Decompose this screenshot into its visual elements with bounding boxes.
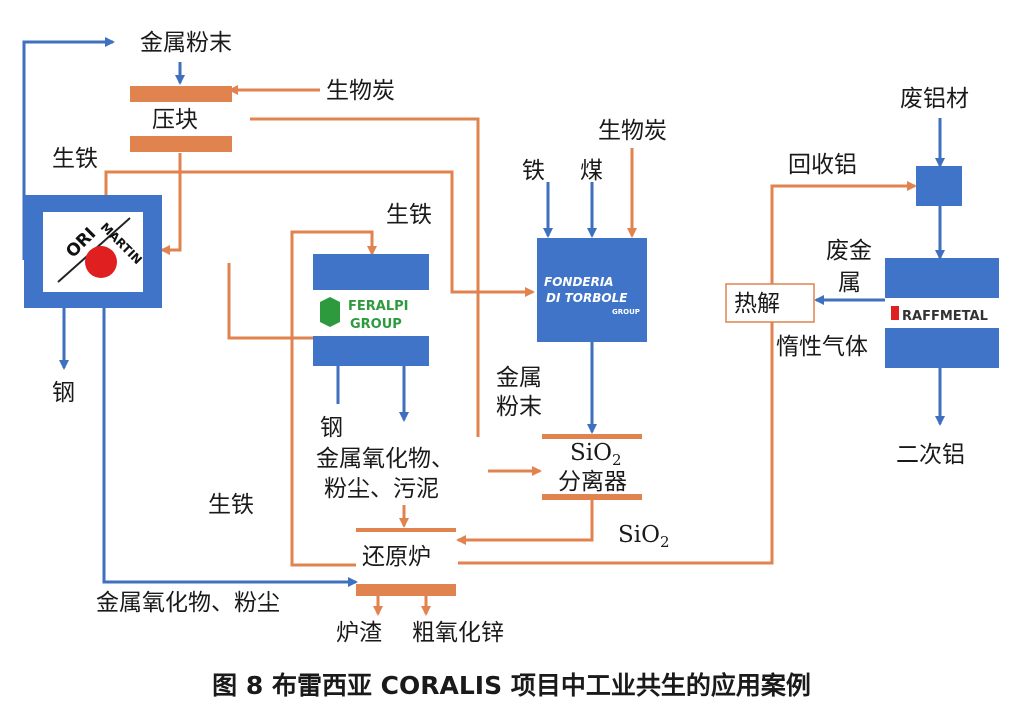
label-inert-gas: 惰性气体 bbox=[776, 334, 868, 360]
fonderia-plant: FONDERIA DI TORBOLE GROUP bbox=[537, 238, 647, 342]
label-steel-left: 钢 bbox=[52, 380, 75, 406]
label-iron: 铁 bbox=[522, 158, 545, 184]
label-oxides-line1: 金属氧化物、 bbox=[316, 446, 454, 472]
label-separator-sio2: SiO2 bbox=[570, 440, 622, 469]
label-metal-powder-top: 金属粉末 bbox=[140, 30, 232, 56]
fonderia-group-text: GROUP bbox=[612, 308, 640, 316]
label-biochar-top: 生物炭 bbox=[326, 78, 395, 104]
label-oxides-dust-bottom: 金属氧化物、粉尘 bbox=[96, 590, 280, 616]
feralpi-group-text: GROUP bbox=[350, 317, 402, 332]
orange-flows bbox=[104, 85, 917, 616]
flow-briquette-to-ori bbox=[160, 153, 182, 255]
raffmetal-logo-text: RAFFMETAL bbox=[902, 309, 988, 324]
label-pyrolysis: 热解 bbox=[734, 291, 780, 317]
label-pig-iron-left: 生铁 bbox=[52, 146, 98, 172]
label-secondary-al: 二次铝 bbox=[896, 442, 965, 468]
label-crude-zno: 粗氧化锌 bbox=[412, 620, 504, 646]
briquetting-unit bbox=[130, 86, 242, 152]
feralpi-logo: FERALPI GROUP bbox=[320, 297, 408, 332]
raffmetal-plant: RAFFMETAL bbox=[885, 258, 999, 368]
label-separator: 分离器 bbox=[558, 469, 627, 495]
fonderia-logo-text: FONDERIA bbox=[544, 275, 614, 289]
label-scrap-metal-2: 属 bbox=[838, 270, 861, 296]
label-scrap-metal-1: 废金 bbox=[826, 238, 872, 264]
flow-ori-to-metal-powder bbox=[22, 37, 115, 260]
raffmetal-hopper bbox=[916, 166, 962, 206]
flow-recycled-al-loop bbox=[458, 181, 917, 565]
fonderia-logo: FONDERIA DI TORBOLE GROUP bbox=[544, 275, 640, 316]
flow-ori-oxides-to-furnace bbox=[102, 308, 358, 587]
pyrolysis-box bbox=[725, 283, 815, 323]
label-sio2-out: SiO2 bbox=[618, 522, 670, 551]
label-biochar-right: 生物炭 bbox=[598, 118, 667, 144]
label-scrap-al: 废铝材 bbox=[900, 86, 969, 112]
ori-martin-plant: ORI MARTIN bbox=[24, 195, 162, 308]
flow-pig-iron-to-fonderia bbox=[104, 170, 535, 297]
label-oxides-line2: 粉尘、污泥 bbox=[324, 476, 439, 502]
figure-caption: 图 8 布雷西亚 CORALIS 项目中工业共生的应用案例 bbox=[212, 671, 811, 700]
flow-ori-to-feralpi bbox=[227, 263, 313, 340]
label-briquetting: 压块 bbox=[152, 107, 198, 133]
flow-briquetting-to-separator bbox=[250, 117, 480, 437]
label-metal-powder-mid-2: 粉末 bbox=[496, 394, 542, 420]
flow-sio2-to-furnace bbox=[456, 500, 594, 545]
label-metal-powder-mid-1: 金属 bbox=[496, 365, 542, 391]
label-slag: 炉渣 bbox=[336, 620, 382, 646]
reduction-furnace bbox=[356, 528, 456, 596]
feralpi-logo-text: FERALPI bbox=[348, 299, 408, 314]
feralpi-plant: FERALPI GROUP bbox=[313, 254, 429, 366]
label-coal: 煤 bbox=[580, 158, 603, 184]
flow-pig-iron-loop bbox=[290, 230, 377, 567]
label-steel-mid: 钢 bbox=[320, 415, 343, 441]
blue-flows bbox=[22, 37, 945, 587]
label-recycled-al: 回收铝 bbox=[788, 152, 857, 178]
torbole-logo-text: DI TORBOLE bbox=[546, 291, 628, 305]
label-pig-iron-bottom: 生铁 bbox=[208, 492, 254, 518]
sio2-separator bbox=[542, 434, 642, 500]
label-pig-iron-mid: 生铁 bbox=[386, 202, 432, 228]
diagram-labels: 金属粉末 生物炭 压块 生铁 钢 生铁 铁 煤 生物炭 金属 粉末 钢 金属氧化… bbox=[52, 30, 969, 646]
label-reduction-furnace: 还原炉 bbox=[362, 544, 431, 570]
